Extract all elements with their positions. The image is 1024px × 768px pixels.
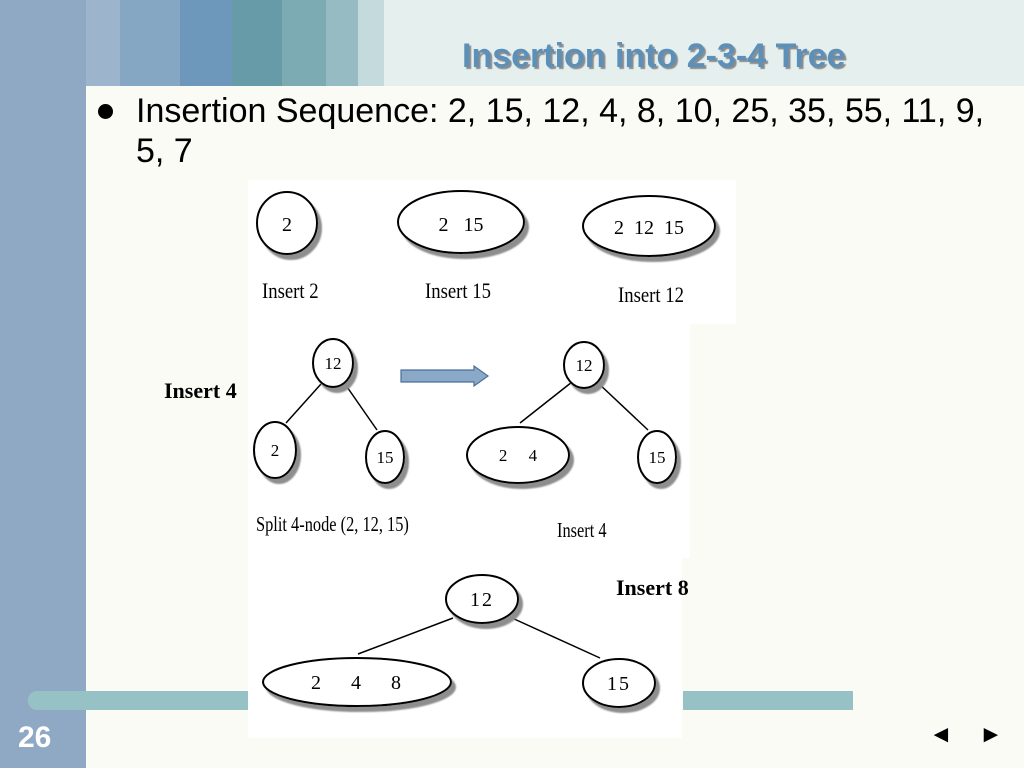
edge-ins4-left (519, 381, 573, 424)
bullet-icon (98, 104, 113, 119)
node-split-left (253, 421, 297, 479)
node-ins8-root (445, 574, 519, 624)
node-insert12-keys: 2 12 15 (614, 217, 684, 239)
caption-insert15: Insert 15 (425, 278, 491, 303)
footer-accent-bar (28, 691, 248, 710)
node-ins4-right (637, 430, 677, 484)
caption-split-4-node: Split 4-node (2, 12, 15) (256, 512, 409, 536)
node-ins8-root-keys: 12 (470, 589, 494, 611)
node-ins8-right (582, 658, 656, 708)
slide-title: Insertion into 2-3-4 Tree (462, 37, 846, 75)
caption-insert2: Insert 2 (262, 278, 319, 303)
node-ins4-left-keys: 2 4 (499, 446, 538, 465)
node-ins4-right-keys: 15 (649, 448, 666, 467)
node-ins8-left (262, 657, 452, 707)
node-split-right (365, 430, 405, 484)
header-band-3 (180, 0, 232, 86)
node-insert15 (397, 190, 525, 254)
node-split-root-keys: 12 (325, 354, 342, 373)
header-band-1 (86, 0, 120, 86)
edge-ins4-right (596, 381, 649, 431)
node-ins8-right-keys: 15 (607, 673, 631, 695)
node-split-root (312, 338, 354, 388)
node-insert15-keys: 2 15 (439, 214, 484, 236)
node-ins4-left (466, 426, 570, 484)
header-band-8 (384, 0, 1024, 86)
next-slide-button[interactable]: ► (979, 721, 1003, 748)
edge-split-right (344, 383, 378, 431)
node-insert2 (256, 191, 318, 255)
insertion-sequence-text: Insertion Sequence: 2, 15, 12, 4, 8, 10,… (136, 92, 985, 170)
edge-ins8-right (511, 617, 601, 659)
edge-ins8-left (357, 617, 454, 655)
header-band-7 (358, 0, 384, 86)
node-ins4-root (563, 341, 605, 389)
sidebar-band (0, 0, 86, 768)
header-band-6 (326, 0, 358, 86)
header-band-4 (232, 0, 282, 86)
edge-split-left (285, 383, 322, 424)
caption-insert4-side: Insert 4 (164, 378, 237, 403)
caption-insert4: Insert 4 (557, 518, 607, 542)
page-number: 26 (18, 721, 52, 754)
prev-slide-button[interactable]: ◄ (929, 721, 953, 748)
node-split-left-keys: 2 (271, 441, 280, 460)
transform-arrow-icon (400, 364, 490, 388)
node-split-right-keys: 15 (377, 448, 394, 467)
caption-insert12: Insert 12 (618, 282, 684, 307)
header-band-2 (120, 0, 180, 86)
node-insert12 (582, 195, 716, 257)
footer-accent-bar-right (683, 691, 853, 710)
caption-insert8: Insert 8 (616, 575, 689, 600)
node-ins8-left-keys: 2 4 8 (311, 672, 403, 694)
node-insert2-keys: 2 (282, 214, 292, 236)
node-ins4-root-keys: 12 (576, 356, 593, 375)
header-band-5 (282, 0, 326, 86)
